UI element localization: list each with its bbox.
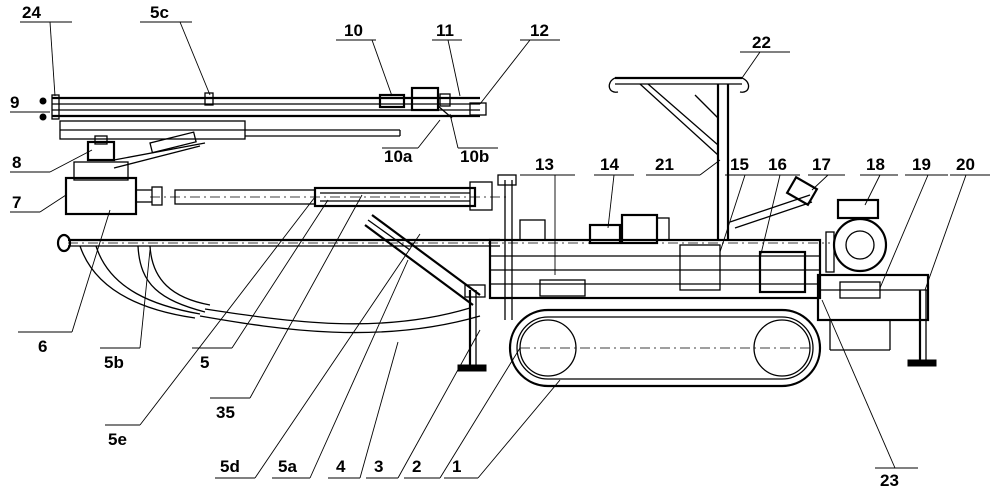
motor bbox=[826, 200, 886, 272]
leader-lines bbox=[10, 22, 990, 478]
label-24: 24 bbox=[22, 3, 41, 22]
label-5a: 5a bbox=[278, 457, 297, 476]
label-22: 22 bbox=[752, 33, 771, 52]
label-11: 11 bbox=[436, 21, 454, 40]
label-13: 13 bbox=[535, 155, 554, 174]
label-19: 19 bbox=[912, 155, 931, 174]
label-10: 10 bbox=[344, 21, 363, 40]
front-outrigger bbox=[458, 175, 516, 371]
label-10a: 10a bbox=[384, 147, 413, 166]
label-16: 16 bbox=[768, 155, 787, 174]
label-17: 17 bbox=[812, 155, 831, 174]
label-14: 14 bbox=[600, 155, 619, 174]
label-23: 23 bbox=[880, 471, 899, 489]
lower-beam bbox=[60, 121, 400, 139]
label-5e: 5e bbox=[108, 430, 127, 449]
label-5b: 5b bbox=[104, 353, 124, 372]
label-15: 15 bbox=[730, 155, 749, 174]
label-3: 3 bbox=[374, 457, 383, 476]
label-6: 6 bbox=[38, 337, 47, 356]
feed-beam bbox=[40, 93, 486, 120]
label-18: 18 bbox=[866, 155, 885, 174]
label-35: 35 bbox=[216, 403, 235, 422]
label-4: 4 bbox=[336, 457, 346, 476]
chassis-body bbox=[490, 177, 820, 298]
crawler-track bbox=[510, 310, 820, 386]
label-8: 8 bbox=[12, 153, 21, 172]
label-12: 12 bbox=[530, 21, 549, 40]
rotary-actuator bbox=[66, 162, 162, 214]
telescopic-boom bbox=[150, 182, 510, 210]
label-1: 1 bbox=[452, 457, 461, 476]
label-21: 21 bbox=[655, 155, 674, 174]
label-5d: 5d bbox=[220, 457, 240, 476]
rear-frame bbox=[818, 275, 936, 366]
label-5c: 5c bbox=[150, 3, 169, 22]
lift-cylinder bbox=[365, 215, 480, 305]
label-10b: 10b bbox=[460, 147, 489, 166]
hose-rail bbox=[58, 235, 830, 251]
label-5: 5 bbox=[200, 353, 209, 372]
label-2: 2 bbox=[412, 457, 421, 476]
label-7: 7 bbox=[12, 193, 21, 212]
hoses bbox=[80, 246, 480, 333]
label-20: 20 bbox=[956, 155, 975, 174]
label-9: 9 bbox=[10, 93, 19, 112]
